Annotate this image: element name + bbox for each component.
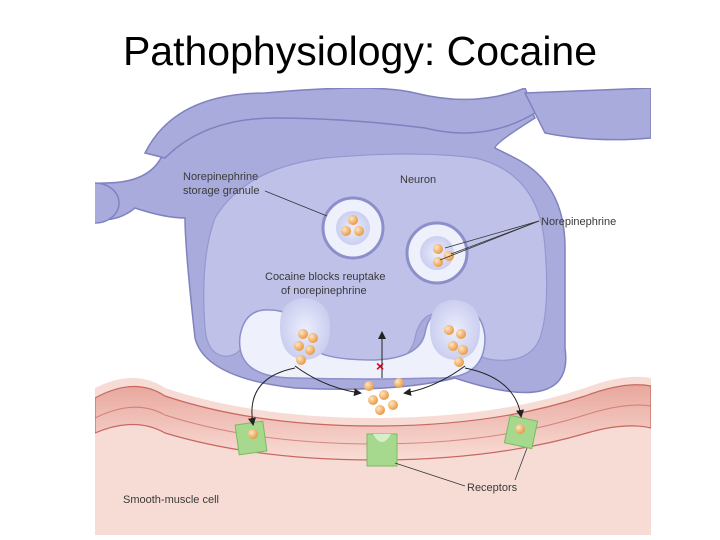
svg-text:Norepinephrine: Norepinephrine bbox=[183, 171, 258, 183]
label-smooth-muscle: Smooth-muscle cell bbox=[123, 494, 219, 506]
svg-text:Cocaine blocks reuptake: Cocaine blocks reuptake bbox=[265, 271, 385, 283]
label-norepinephrine: Norepinephrine bbox=[439, 216, 616, 261]
svg-text:storage granule: storage granule bbox=[183, 185, 259, 197]
svg-text:Norepinephrine: Norepinephrine bbox=[541, 216, 616, 228]
synapse-diagram: × Norepinephrine storage granule Neuron … bbox=[70, 87, 652, 535]
label-storage-granule: Norepinephrine storage granule bbox=[183, 171, 328, 217]
storage-granule-2 bbox=[405, 221, 469, 285]
svg-text:of norepinephrine: of norepinephrine bbox=[281, 285, 367, 297]
synaptic-cleft-molecules bbox=[364, 378, 404, 415]
receptor-middle bbox=[366, 433, 398, 467]
svg-text:Receptors: Receptors bbox=[467, 482, 518, 494]
fusing-vesicle-right bbox=[430, 300, 480, 367]
receptor-left bbox=[234, 420, 268, 456]
receptor-right bbox=[503, 414, 539, 450]
slide-title: Pathophysiology: Cocaine bbox=[122, 28, 598, 74]
label-neuron: Neuron bbox=[400, 174, 436, 186]
fusing-vesicle-left bbox=[280, 298, 330, 365]
arrows bbox=[248, 331, 525, 426]
label-receptors: Receptors bbox=[394, 447, 528, 494]
cocaine-block-mark: × bbox=[376, 358, 384, 374]
storage-granule-1 bbox=[321, 196, 385, 260]
label-cocaine-blocks: Cocaine blocks reuptake of norepinephrin… bbox=[265, 271, 385, 297]
